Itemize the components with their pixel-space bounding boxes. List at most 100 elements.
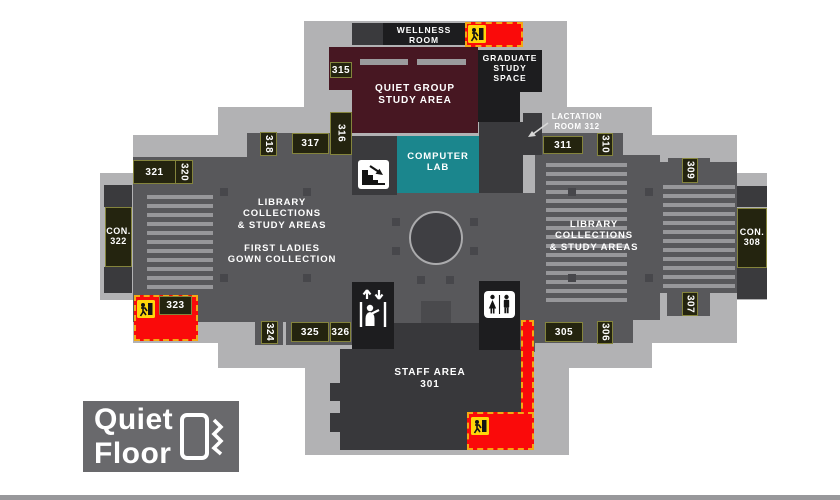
graduate-study-extension <box>478 92 520 122</box>
bookshelf-row <box>147 276 213 280</box>
pillar <box>220 188 228 196</box>
bookshelf-row <box>546 199 627 203</box>
bookshelf-row <box>546 217 627 221</box>
bookshelf-row <box>663 266 735 270</box>
bookshelf-row <box>663 212 735 216</box>
bookshelf-row <box>546 208 627 212</box>
bookshelf-row <box>147 231 213 235</box>
staff-area-extension <box>394 323 480 349</box>
bookshelf-row <box>147 240 213 244</box>
room-label-con-322: CON. 322 <box>105 207 132 267</box>
pillar <box>417 276 425 284</box>
room-label-306: 306 <box>597 321 613 344</box>
pillar <box>568 274 576 282</box>
pillar <box>645 188 653 196</box>
room-label-317: 317 <box>292 133 329 154</box>
bookshelf-row <box>663 230 735 234</box>
quiet-floor-legend-label: Quiet Floor <box>94 403 174 470</box>
central-atrium-circle <box>409 211 463 265</box>
room-label-311: 311 <box>543 136 583 154</box>
bookshelf-row <box>663 239 735 243</box>
bookshelf-row <box>663 221 735 225</box>
room-label-307: 307 <box>682 292 698 316</box>
emergency-exit-icon <box>468 25 486 43</box>
room-label-316: 316 <box>330 112 352 155</box>
room-label-325: 325 <box>291 322 329 342</box>
bookshelf-row <box>546 280 627 284</box>
study-table <box>360 59 408 65</box>
elevator-icon <box>359 289 387 327</box>
bookshelf-row <box>546 298 627 302</box>
emergency-exit-icon <box>137 300 155 318</box>
bookshelf-row <box>147 222 213 226</box>
bookshelf-row <box>663 203 735 207</box>
graduate-study-space <box>478 50 542 92</box>
room-label-318: 318 <box>260 132 277 156</box>
bookshelf-row <box>546 271 627 275</box>
bookshelf-row <box>546 163 627 167</box>
bookshelf-row <box>147 195 213 199</box>
page-bottom-rule <box>0 495 840 500</box>
wellness-room <box>383 23 465 45</box>
pillar <box>303 188 311 196</box>
room-label-305: 305 <box>545 322 583 342</box>
bookshelf-row <box>546 253 627 257</box>
bookshelf-row <box>663 248 735 252</box>
graduate-study-label: GRADUATE STUDY SPACE <box>482 53 538 84</box>
quiet-group-study-label: QUIET GROUP STUDY AREA <box>375 83 455 106</box>
pillar <box>470 218 478 226</box>
pillar <box>392 247 400 255</box>
bookshelf-row <box>546 289 627 293</box>
pillar <box>470 247 478 255</box>
lactation-room-label: LACTATION ROOM 312 <box>551 112 603 131</box>
room-label-326: 326 <box>330 322 351 342</box>
bookshelf-row <box>147 213 213 217</box>
room-label-310: 310 <box>597 133 613 156</box>
bookshelf-row <box>546 181 627 185</box>
pillar <box>568 188 576 196</box>
arrow-icon <box>528 122 549 137</box>
room-label-321: 321 <box>133 160 176 184</box>
bookshelf-row <box>663 284 735 288</box>
room-label-309: 309 <box>682 158 698 183</box>
pillar <box>446 276 454 284</box>
bookshelf-row <box>147 249 213 253</box>
bookshelf-row <box>663 275 735 279</box>
computer-lab <box>397 136 479 193</box>
room-label-con-308: CON. 308 <box>737 208 767 268</box>
bookshelf-row <box>546 262 627 266</box>
library-right-label: LIBRARY COLLECTIONS & STUDY AREAS <box>549 219 639 253</box>
room-label-323: 323 <box>159 296 192 315</box>
room-block-top-left <box>352 23 383 45</box>
bookshelf-row <box>663 257 735 261</box>
room-block-right-of-lab <box>479 122 523 193</box>
study-table <box>417 59 466 65</box>
wellness-room-label: WELLNESS ROOM <box>396 25 452 46</box>
exit-path-strip <box>521 320 534 419</box>
room-label-324: 324 <box>261 321 278 344</box>
staff-area-door-tab <box>421 301 451 323</box>
room-label-315: 315 <box>330 62 352 78</box>
right-wing-block-upper <box>737 186 767 207</box>
left-wing-block-upper <box>104 185 132 207</box>
staff-area-notch-upper <box>330 383 340 401</box>
bookshelf-row <box>147 258 213 262</box>
bookshelf-row <box>546 235 627 239</box>
bookshelf-row <box>546 244 627 248</box>
right-wing-block-lower <box>737 267 767 299</box>
bookshelf-row <box>546 190 627 194</box>
bookshelf-row <box>546 172 627 176</box>
stairs-icon <box>358 160 389 189</box>
room-label-320: 320 <box>175 160 193 184</box>
pillar <box>220 274 228 282</box>
floor-left-library <box>133 157 394 322</box>
first-ladies-label: FIRST LADIES GOWN COLLECTION <box>227 243 337 266</box>
left-wing-block-lower <box>104 267 132 293</box>
bookshelf-row <box>147 267 213 271</box>
quiet-floor-legend <box>83 401 239 472</box>
bookshelf-row <box>147 285 213 289</box>
staff-area-notch-lower <box>330 413 340 432</box>
emergency-exit-icon <box>471 417 489 435</box>
restroom-icon <box>484 291 515 318</box>
